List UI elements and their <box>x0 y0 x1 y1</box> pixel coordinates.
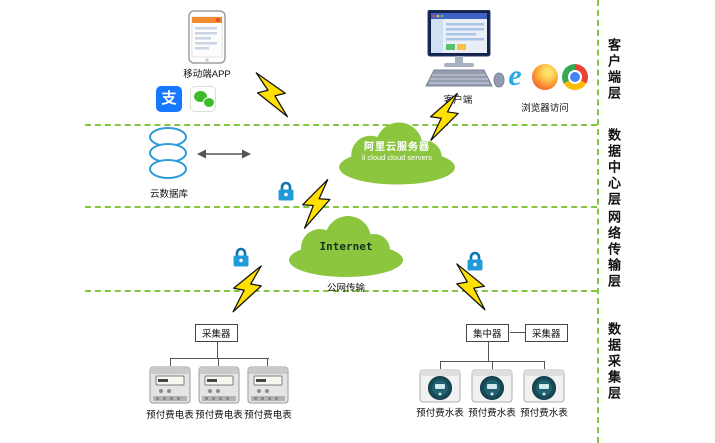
connector-line <box>218 358 219 366</box>
electric-meter-label: 预付费电表 <box>244 410 292 421</box>
lock-icon <box>466 250 484 272</box>
electric-meter-icon <box>247 366 289 409</box>
connector-line <box>488 340 489 361</box>
electric-meter-icon <box>198 366 240 409</box>
water-meter-label: 预付费水表 <box>416 408 464 419</box>
connector-line <box>170 358 171 366</box>
layer-divider-1 <box>85 124 597 126</box>
water-meter-icon <box>523 369 565 408</box>
layer-label-client: 客户端层 <box>606 38 621 102</box>
phone-icon <box>188 10 226 64</box>
wechat-icon <box>190 86 216 112</box>
public-network-label: 公网传输 <box>326 283 365 294</box>
ali-cloud-icon: 阿里云服务器 li cloud cloud servers <box>336 120 458 186</box>
connector-line <box>267 358 268 366</box>
lightning-icon <box>427 90 464 144</box>
lightning-icon <box>451 260 489 314</box>
water-meter-label: 预付费水表 <box>520 408 568 419</box>
chrome-icon <box>562 64 588 90</box>
layer-divider-3 <box>85 290 597 292</box>
electric-meter-label: 预付费电表 <box>146 410 194 421</box>
concentrator-box: 集中器 <box>466 324 509 342</box>
water-meter-label: 预付费水表 <box>468 408 516 419</box>
layer-divider-vertical <box>597 0 599 443</box>
internet-label: Internet <box>319 240 373 253</box>
electric-meter-icon <box>149 366 191 409</box>
connector-line <box>217 340 218 358</box>
electric-meter-label: 预付费电表 <box>195 410 243 421</box>
collector-left-box: 采集器 <box>195 324 238 342</box>
water-meter-icon <box>419 369 461 408</box>
client-label: 客户端 <box>443 95 473 106</box>
internet-cloud-icon: Internet <box>286 212 406 280</box>
lightning-icon <box>300 178 333 230</box>
ie-icon <box>502 64 528 90</box>
water-meter-icon <box>471 369 513 408</box>
monitor-icon <box>420 9 506 90</box>
ali-cloud-title: 阿里云服务器 <box>364 142 430 153</box>
connector-line <box>170 358 269 359</box>
collector-right-box: 采集器 <box>525 324 568 342</box>
cloud-db-label: 云数据库 <box>149 189 188 200</box>
database-icon <box>149 127 187 179</box>
connector-line <box>440 361 441 369</box>
layer-label-datacenter: 数据中心层 <box>606 128 621 208</box>
firefox-icon <box>532 64 558 90</box>
lock-icon <box>232 246 250 268</box>
ali-cloud-subtitle: li cloud cloud servers <box>361 153 433 162</box>
lightning-icon <box>250 67 291 123</box>
layer-label-network: 网络传输层 <box>606 210 621 290</box>
sync-arrow-icon <box>197 147 251 161</box>
connector-line <box>510 332 525 333</box>
alipay-icon: 支 <box>156 86 182 112</box>
connector-line <box>492 361 493 369</box>
layer-divider-2 <box>85 206 597 208</box>
mobile-app-label: 移动端APP <box>183 69 231 80</box>
connector-line <box>544 361 545 369</box>
lightning-icon <box>229 262 267 316</box>
browser-access-label: 浏览器访问 <box>521 103 569 114</box>
lock-icon <box>277 180 295 202</box>
layer-label-collection: 数据采集层 <box>606 322 621 402</box>
